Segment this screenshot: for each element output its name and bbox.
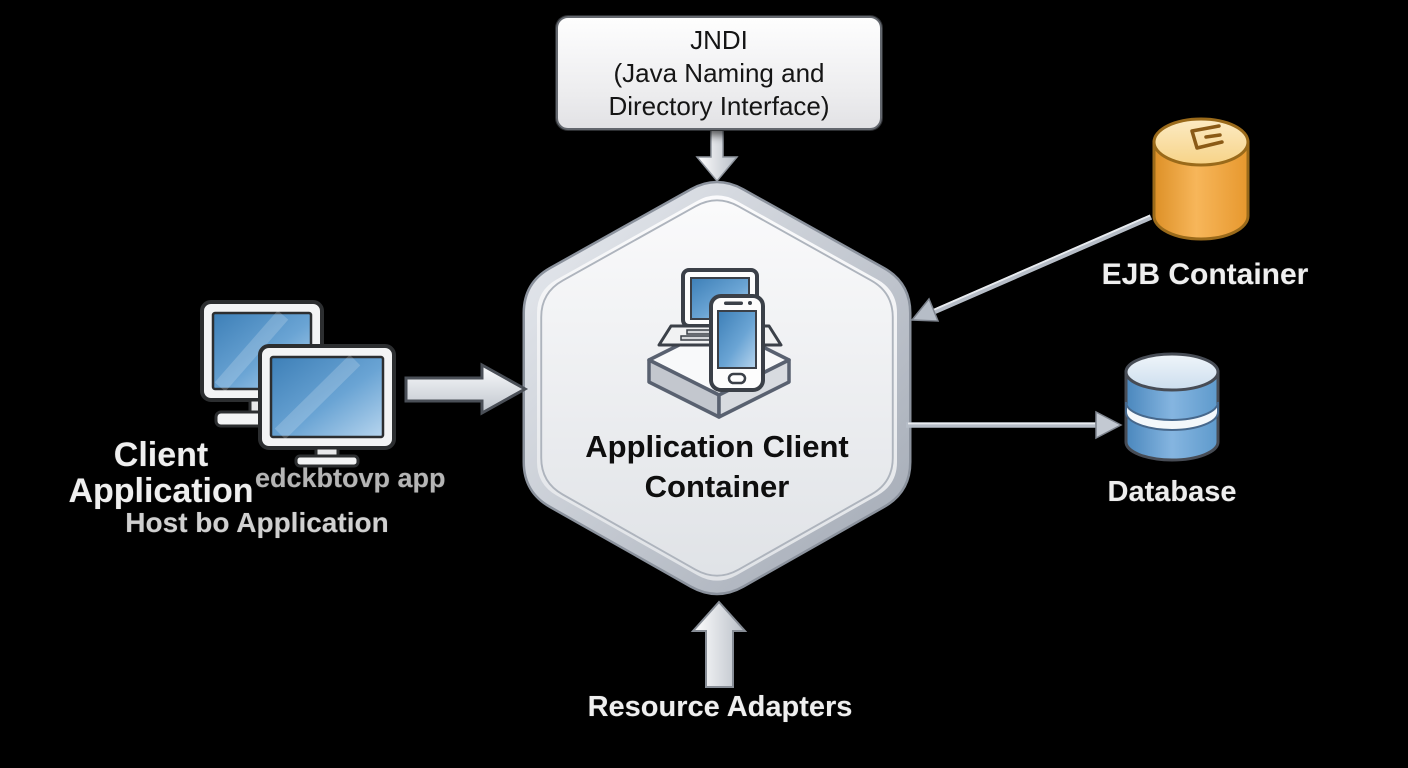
jndi-box: JNDI (Java Naming and Directory Interfac… bbox=[556, 16, 882, 130]
client-label-line1: Client bbox=[113, 436, 209, 474]
jndi-subtitle-line1: (Java Naming and bbox=[613, 57, 825, 88]
acc-to-database-arrow bbox=[906, 410, 1123, 440]
application-client-container-label: Application Client Container bbox=[552, 427, 882, 507]
resource-adapters-label: Resource Adapters bbox=[587, 691, 853, 723]
front-monitor bbox=[258, 344, 396, 468]
acc-label-line2: Container bbox=[644, 469, 790, 504]
smartphone bbox=[709, 294, 765, 392]
jndi-title: JNDI bbox=[690, 24, 748, 55]
resource-adapters-arrow bbox=[690, 600, 748, 688]
client-ghost-label: edckbtovp app bbox=[255, 463, 446, 493]
ejb-container-label: EJB Container bbox=[1101, 258, 1309, 291]
jndi-to-acc-arrow bbox=[695, 126, 739, 183]
ejb-container-icon bbox=[1152, 117, 1250, 241]
jndi-subtitle-line2: Directory Interface) bbox=[608, 90, 830, 121]
client-to-acc-arrow bbox=[404, 362, 529, 416]
bean-glyph bbox=[1190, 124, 1224, 150]
database-label: Database bbox=[1107, 476, 1237, 508]
client-workstations-icon bbox=[200, 300, 396, 468]
ejb-to-acc-arrow bbox=[910, 214, 1153, 322]
acc-label-line1: Application Client bbox=[585, 429, 849, 464]
client-label-line2: Application bbox=[68, 472, 254, 510]
devices-on-platform-icon bbox=[647, 268, 791, 419]
database-icon bbox=[1124, 352, 1220, 462]
client-host-label: Host bo Application bbox=[125, 507, 389, 538]
client-application-label: Client Application bbox=[55, 437, 267, 509]
